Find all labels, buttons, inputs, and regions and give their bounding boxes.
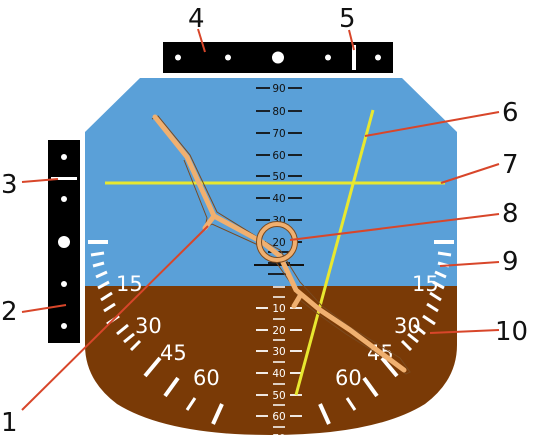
bank-tick [129, 339, 142, 352]
callout-5: 5 [339, 4, 356, 34]
bank-tick [116, 323, 129, 336]
bank-tick [318, 403, 331, 425]
left-bar-center-dot [58, 236, 70, 248]
pitch-label: 20 [272, 325, 285, 337]
bank-tick [97, 280, 110, 290]
bank-label-right-30: 30 [394, 314, 421, 338]
callout-10: 10 [495, 317, 528, 347]
bank-label-left-15: 15 [116, 272, 143, 296]
bank-tick [437, 251, 452, 257]
pitch-label: 90 [272, 83, 285, 95]
left-bar-dot [61, 281, 67, 287]
bank-tick [362, 376, 379, 398]
callout-lines [21, 28, 500, 411]
top-bar-dot [375, 54, 381, 61]
top-bar-center-dot [272, 51, 284, 64]
callout-line-1 [21, 225, 209, 411]
bank-tick [95, 270, 108, 279]
bank-tick [400, 339, 413, 352]
callout-line-9 [439, 261, 500, 267]
bank-tick [426, 302, 439, 313]
bank-tick [163, 376, 180, 398]
callout-line-2 [21, 304, 67, 313]
callout-line-5 [348, 29, 355, 51]
callout-1: 1 [1, 408, 18, 438]
callout-line-3 [21, 178, 59, 183]
left-bar-dot [61, 323, 67, 329]
aircraft-symbol-right-tick [291, 293, 303, 309]
bank-label-left-60: 60 [193, 366, 220, 390]
callout-6: 6 [502, 98, 519, 128]
bank-label-right-15: 15 [412, 272, 439, 296]
bank-tick [422, 314, 436, 326]
top-bar-dot [325, 54, 331, 61]
bank-tick [103, 302, 116, 313]
pitch-label: 70 [272, 128, 285, 140]
callout-line-8 [289, 213, 500, 241]
bank-tick [380, 356, 399, 378]
aircraft-symbol-outline [151, 115, 411, 375]
left-bar-dot [61, 196, 67, 202]
callout-line-10 [429, 329, 500, 334]
top-bar-marker [352, 45, 356, 70]
left-bar-marker [51, 177, 77, 180]
bank-label-left-45: 45 [160, 341, 187, 365]
callout-line-7 [440, 163, 500, 184]
bank-tick [211, 403, 224, 425]
pitch-label: 40 [272, 193, 285, 205]
bank-label-left-30: 30 [135, 314, 162, 338]
callout-9: 9 [502, 247, 519, 277]
top-bar-dot [175, 54, 181, 61]
pitch-label: 50 [272, 390, 285, 402]
bank-tick [100, 291, 113, 302]
aircraft-symbol-left-tick [202, 213, 217, 231]
bank-tick [185, 397, 197, 411]
top-bar-dot [225, 54, 231, 61]
callout-8: 8 [502, 199, 519, 229]
pitch-label: 40 [272, 368, 285, 380]
bank-tick [92, 261, 105, 268]
top-scale-bar [163, 42, 393, 73]
callout-3: 3 [1, 170, 18, 200]
callout-2: 2 [1, 297, 18, 327]
bank-tick [407, 332, 419, 344]
callout-4: 4 [188, 4, 205, 34]
aircraft-symbol [152, 114, 407, 373]
bank-tick [90, 251, 105, 257]
bank-tick [143, 356, 162, 378]
bank-tick [434, 270, 447, 279]
pitch-label: 20 [272, 237, 285, 249]
pitch-label: 50 [272, 171, 285, 183]
pitch-label: 80 [272, 106, 285, 118]
bank-tick [123, 332, 135, 344]
pitch-label: 60 [272, 150, 285, 162]
left-scale-bar [48, 140, 80, 343]
callout-line-4 [197, 28, 206, 53]
bank-tick [413, 323, 426, 336]
pitch-label: 60 [272, 411, 285, 423]
flight-path-circle [257, 222, 297, 262]
pitch-label: 70 [272, 433, 285, 445]
callout-7: 7 [502, 150, 519, 180]
flight-director-vertical-bar [294, 109, 375, 396]
callout-line-6 [364, 111, 500, 137]
left-bar-dot [61, 154, 67, 160]
pitch-label: 10 [272, 303, 285, 315]
bank-tick [429, 291, 442, 302]
bank-tick [432, 280, 445, 290]
bank-tick [345, 397, 357, 411]
bank-label-right-60: 60 [335, 366, 362, 390]
pitch-label: 30 [272, 346, 285, 358]
